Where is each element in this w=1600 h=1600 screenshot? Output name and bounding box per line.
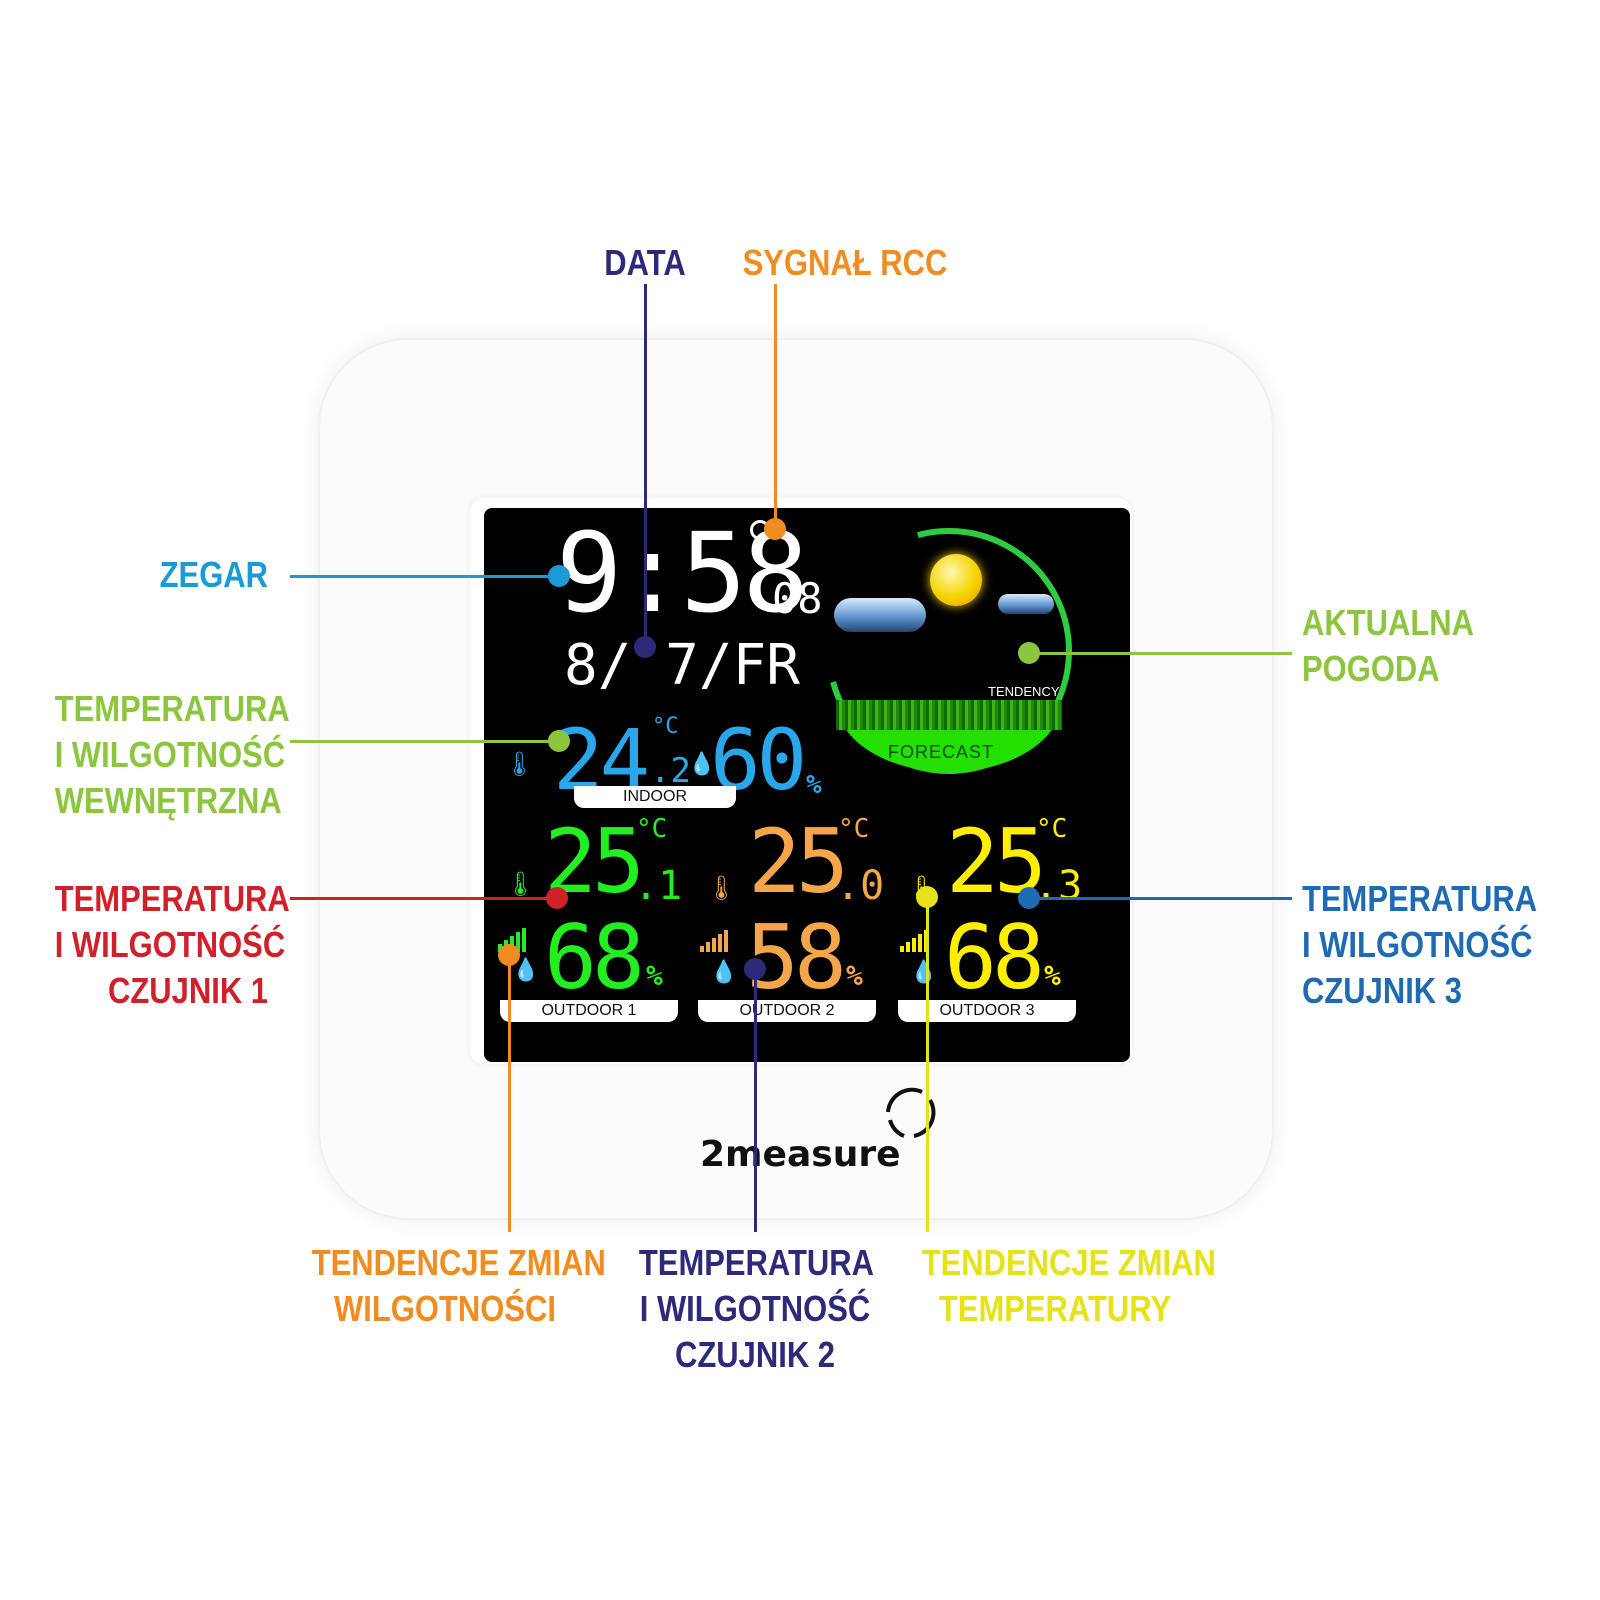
indoor-temperature-decimal: .2	[650, 751, 691, 791]
outdoor2-tag: OUTDOOR 2	[698, 1000, 876, 1022]
date-display: 8/ 7/FR	[564, 633, 801, 698]
zegar-dot	[548, 565, 570, 587]
outdoor1-humidity-percent: %	[646, 959, 663, 992]
sensor2-callout-label: TEMPERATURA I WILGOTNOŚĆ CZUJNIK 2	[638, 1242, 874, 1375]
humidity-trend-callout-label: TENDENCJE ZMIAN WILGOTNOŚCI	[311, 1242, 606, 1329]
outdoor2-humidity: 58	[746, 906, 847, 1009]
outdoor1-humidity: 68	[544, 906, 645, 1009]
thermometer-icon: 🌡	[504, 750, 535, 778]
temperature-trend-callout-label: TENDENCJE ZMIAN TEMPERATURY	[921, 1242, 1216, 1329]
thermometer-icon: 🌡	[505, 870, 536, 898]
czujnik1-line	[290, 897, 552, 900]
outdoor3-tag: OUTDOOR 3	[898, 1000, 1076, 1022]
sensor1-callout-label: TEMPERATURA I WILGOTNOŚĆ CZUJNIK 1	[54, 878, 290, 1011]
indoor-humidity-percent: %	[806, 770, 822, 800]
sygnal-rcc-label: SYGNAŁ RCC	[742, 242, 948, 283]
data-line	[644, 284, 647, 646]
wewn-dot	[548, 730, 570, 752]
humidity-drop-icon: 💧	[688, 752, 716, 777]
forecast-label: FORECAST	[888, 742, 995, 762]
tend-wilg-line	[508, 956, 511, 1232]
czujnik1-dot	[546, 887, 568, 909]
aktualna-pogoda-label: AKTUALNA POGODA	[1302, 602, 1474, 689]
data-dot	[634, 636, 656, 658]
data-label: DATA	[604, 242, 686, 283]
outdoor3-humidity: 68	[944, 906, 1045, 1009]
humidity-drop-icon: 💧	[910, 960, 938, 985]
outdoor3-temperature-decimal: .3	[1034, 863, 1083, 909]
indoor-callout-label: TEMPERATURA I WILGOTNOŚĆ WEWNĘTRZNA	[54, 688, 290, 821]
wewn-line	[290, 740, 560, 743]
humidity-drop-icon: 💧	[512, 958, 540, 983]
czujnik2-line	[754, 970, 757, 1232]
cloud-small-icon	[998, 594, 1054, 614]
czujnik3-dot	[1018, 887, 1040, 909]
tend-wilg-dot	[498, 944, 520, 966]
aktualna-line	[1030, 652, 1292, 655]
outdoor3-temp-unit: °C	[1036, 814, 1068, 844]
sygnal-line	[774, 284, 777, 528]
tend-temp-line	[926, 898, 929, 1232]
czujnik3-line	[1030, 897, 1292, 900]
outdoor3-humidity-percent: %	[1044, 959, 1061, 992]
aktualna-dot	[1018, 642, 1040, 664]
cloud-icon	[834, 598, 926, 632]
tendency-label: TENDENCY	[988, 684, 1060, 699]
outdoor2-temp-unit: °C	[838, 814, 870, 844]
clock-seconds: 08	[772, 574, 823, 623]
sygnal-dot	[764, 518, 786, 540]
zegar-line	[290, 575, 560, 578]
grass-graphic	[836, 700, 1062, 730]
indoor-temp-unit: °C	[652, 714, 679, 739]
humidity-trend-icon	[900, 930, 928, 952]
outdoor2-humidity-percent: %	[846, 959, 863, 992]
tend-temp-dot	[916, 886, 938, 908]
humidity-trend-icon	[700, 930, 728, 952]
sensor3-callout-label: TEMPERATURA I WILGOTNOŚĆ CZUJNIK 3	[1302, 878, 1538, 1011]
humidity-drop-icon: 💧	[710, 960, 738, 985]
outdoor1-tag: OUTDOOR 1	[500, 1000, 678, 1022]
outdoor1-temp-unit: °C	[636, 814, 668, 844]
brand-logo-text: 2measure	[700, 1134, 901, 1175]
outdoor2-temperature: 25	[748, 810, 849, 913]
sun-icon	[930, 554, 982, 606]
czujnik2-dot	[744, 958, 766, 980]
thermometer-icon: 🌡	[706, 874, 737, 902]
outdoor2-temperature-decimal: .0	[836, 863, 885, 909]
zegar-label: ZEGAR	[159, 554, 268, 595]
indoor-tag: INDOOR	[574, 786, 736, 808]
brand-logo-icon	[886, 1087, 936, 1138]
outdoor1-temperature-decimal: .1	[634, 863, 683, 909]
